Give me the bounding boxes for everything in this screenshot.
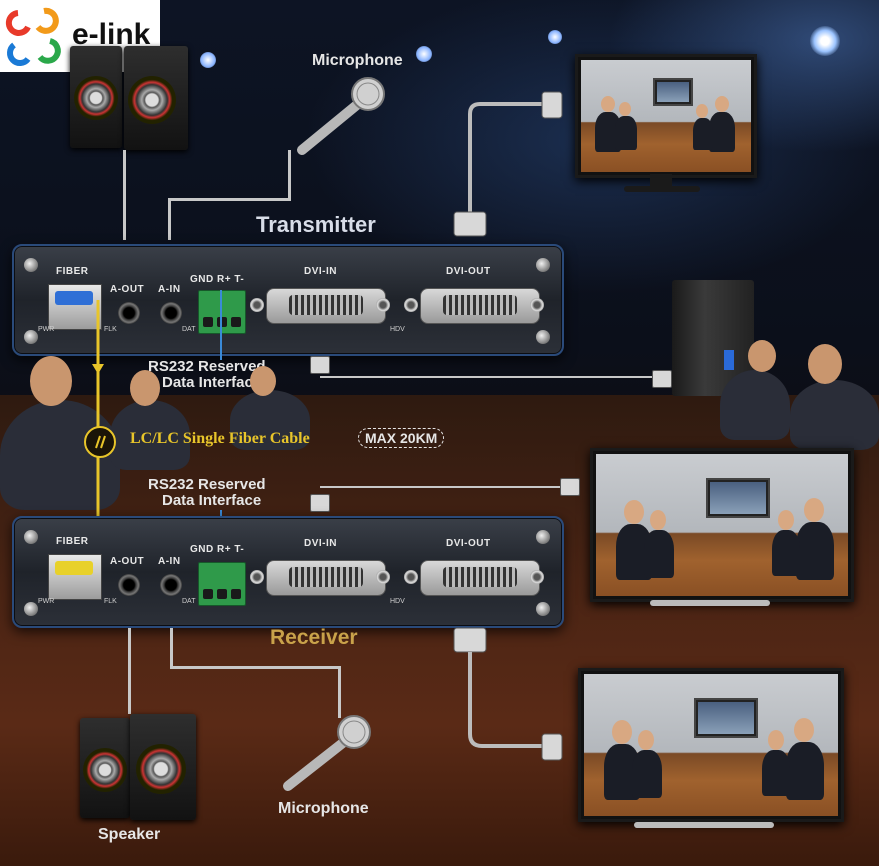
rs232-bottom-label-line1: RS232 Reserved (148, 476, 266, 493)
rx-a-in-label: A-IN (158, 556, 181, 567)
fiber-cable-icon (84, 426, 116, 458)
microphone-cable-bottom-v (170, 628, 173, 668)
rs232-top-label-line1: RS232 Reserved (148, 358, 266, 375)
tx-fiber-label: FIBER (56, 266, 89, 277)
tx-rs232-label: GND R+ T- (190, 274, 245, 285)
audience-person-5 (790, 380, 879, 450)
brand-logo: e-link (0, 0, 160, 72)
rx-hdv-led-label: HDV (390, 598, 405, 605)
audience-person-3 (230, 390, 310, 450)
audience-head-4 (748, 340, 776, 372)
dvi-cable-bottom (453, 627, 563, 761)
audience-head-1 (30, 356, 72, 406)
audience-head-3 (250, 366, 276, 396)
stage-light-4 (810, 26, 840, 56)
fiber-cable (92, 300, 104, 530)
logo-mark-icon (5, 7, 61, 66)
tx-rs232-terminal[interactable] (198, 290, 246, 334)
microphone-bottom-icon (283, 715, 371, 791)
tx-sfp-latch (55, 291, 93, 305)
rx-dat-led-label: DAT (182, 598, 196, 605)
rx-pwr-led-label: PWR (38, 598, 55, 605)
bottom-right-monitor (578, 668, 844, 822)
fiber-cable-label: LC/LC Single Fiber Cable (130, 430, 310, 447)
speaker-audio-cable-bottom (128, 628, 131, 714)
top-speaker-right (124, 46, 188, 150)
bottom-right-monitor-base (634, 822, 774, 828)
rx-fiber-label: FIBER (56, 536, 89, 547)
receiver-title: Receiver (270, 626, 358, 649)
tx-a-in-label: A-IN (158, 284, 181, 295)
audience-head-5 (808, 344, 842, 384)
rx-dvi-out-label: DVI-OUT (446, 538, 491, 549)
microphone-cable-top-v (168, 198, 171, 240)
rs232-bottom-label-line2: Data Interface (162, 492, 262, 509)
rx-a-out-label: A-OUT (110, 556, 145, 567)
rx-a-in-jack[interactable] (160, 574, 182, 596)
transmitter-title: Transmitter (256, 212, 376, 237)
rx-rs232-terminal[interactable] (198, 562, 246, 606)
speaker-label: Speaker (98, 826, 161, 843)
tx-dat-led-label: DAT (182, 326, 196, 333)
rs232-top-connector-right (652, 370, 672, 388)
rx-fiber-port[interactable] (48, 554, 102, 600)
rs232-top-cable (320, 376, 660, 378)
top-right-monitor-base (624, 186, 700, 192)
bottom-speaker-right (130, 714, 196, 820)
tx-flk-led-label: FLK (104, 326, 117, 333)
brand-name: e-link (72, 18, 151, 51)
stage-light-1 (200, 52, 216, 68)
stage-light-3 (548, 30, 562, 44)
tx-fiber-port[interactable] (48, 284, 102, 330)
rs232-top-wire (220, 290, 222, 360)
rx-dvi-out-port[interactable] (420, 560, 540, 596)
rx-dvi-in-port[interactable] (266, 560, 386, 596)
rs232-bottom-cable (320, 486, 570, 488)
tx-a-out-jack[interactable] (118, 302, 140, 324)
dvi-cable-top (453, 91, 563, 237)
top-right-monitor (575, 54, 757, 178)
tx-a-in-jack[interactable] (160, 302, 182, 324)
tx-a-out-label: A-OUT (110, 284, 145, 295)
stage-light-2 (416, 46, 432, 62)
middle-right-monitor-base (650, 600, 770, 606)
max-distance-badge: MAX 20KM (358, 428, 445, 448)
rx-rs232-label: GND R+ T- (190, 544, 245, 555)
rx-flk-led-label: FLK (104, 598, 117, 605)
microphone-top-label: Microphone (312, 52, 403, 69)
rx-a-out-jack[interactable] (118, 574, 140, 596)
bottom-speaker-left (80, 718, 130, 818)
tx-dvi-in-label: DVI-IN (304, 266, 337, 277)
top-speaker-left (70, 46, 122, 148)
microphone-cable-bottom-v2 (338, 666, 341, 718)
microphone-cable-top (288, 150, 291, 200)
audience-person-4 (720, 370, 790, 440)
rs232-top-connector-left (310, 356, 330, 374)
transmitter-device: FIBER PWR FLK A-OUT A-IN DAT GND R+ T- D… (12, 244, 564, 356)
receiver-device: FIBER PWR FLK A-OUT A-IN DAT GND R+ T- D… (12, 516, 564, 628)
audience-head-2 (130, 370, 160, 406)
speaker-audio-cable-top (123, 150, 126, 240)
middle-right-monitor (590, 448, 854, 602)
tx-dvi-out-label: DVI-OUT (446, 266, 491, 277)
microphone-cable-top-h (168, 198, 291, 201)
microphone-top-icon (297, 77, 385, 155)
microphone-cable-bottom-h (170, 666, 340, 669)
rs232-bottom-connector-right (560, 478, 580, 496)
rx-dvi-in-label: DVI-IN (304, 538, 337, 549)
top-right-monitor-stand (650, 174, 672, 186)
tx-dvi-out-port[interactable] (420, 288, 540, 324)
tx-hdv-led-label: HDV (390, 326, 405, 333)
tx-dvi-in-port[interactable] (266, 288, 386, 324)
audience-person-2 (110, 400, 190, 470)
microphone-bottom-label: Microphone (278, 800, 369, 817)
rx-sfp-latch (55, 561, 93, 575)
tx-pwr-led-label: PWR (38, 326, 55, 333)
rs232-top-label-line2: Data Interface (162, 374, 262, 391)
rs232-bottom-connector-left (310, 494, 330, 512)
